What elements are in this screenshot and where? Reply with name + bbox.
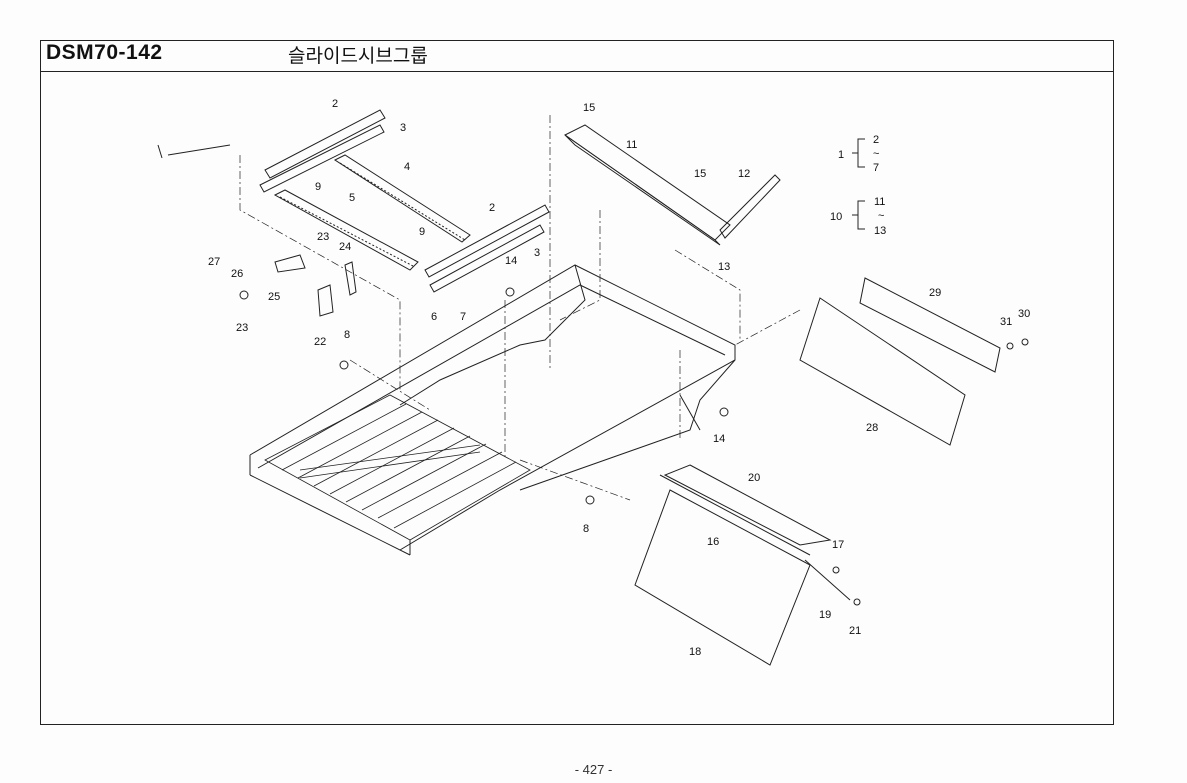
part-number: 23 — [317, 231, 329, 243]
part-number: 30 — [1018, 308, 1030, 320]
group-range-start: 11 — [874, 196, 885, 208]
part-number: 3 — [400, 122, 406, 134]
part-number: 8 — [583, 523, 589, 535]
drawing-frame — [40, 40, 1114, 725]
part-number: 26 — [231, 268, 243, 280]
part-number: 4 — [404, 161, 410, 173]
part-number: 29 — [929, 287, 941, 299]
part-number: 24 — [339, 241, 351, 253]
header-bar: DSM70-142 슬라이드시브그룹 — [40, 40, 1114, 72]
part-number: 23 — [236, 322, 248, 334]
model-code: DSM70-142 — [46, 41, 163, 64]
part-number: 7 — [460, 311, 466, 323]
blade-12 — [719, 174, 781, 239]
group-10-bracket: 10 11 ~ 13 — [830, 196, 886, 237]
page-number: - 427 - — [574, 762, 613, 777]
group-1-bracket: 1 2 ~ 7 — [838, 134, 879, 174]
part-number: 9 — [419, 226, 425, 238]
part-number: 21 — [849, 625, 861, 637]
part-number: 14 — [505, 255, 517, 267]
part-number: 17 — [832, 539, 844, 551]
strip-29 — [859, 277, 1001, 373]
rail-upper — [259, 109, 386, 193]
part-number: 5 — [349, 192, 355, 204]
rack-4 — [333, 154, 471, 243]
group-parent-number: 1 — [838, 149, 844, 161]
part-number: 18 — [689, 646, 701, 658]
callouts: 2 3 4 9 5 2 9 3 6 7 14 15 11 15 12 13 27… — [208, 98, 1030, 658]
part-number: 13 — [718, 261, 730, 273]
assembly-lines — [239, 115, 801, 501]
part-number: 20 — [748, 472, 760, 484]
rack-5 — [273, 189, 419, 271]
part-number: 31 — [1000, 316, 1012, 328]
part-number: 25 — [268, 291, 280, 303]
part-number: 16 — [707, 536, 719, 548]
part-number: 14 — [713, 433, 725, 445]
flap-assembly — [634, 464, 851, 666]
part-number: 22 — [314, 336, 326, 348]
sieve-floor — [264, 394, 531, 541]
perforated-plate-11 — [564, 124, 731, 246]
part-number: 2 — [332, 98, 338, 110]
rail-lower — [424, 204, 550, 293]
part-number: 3 — [534, 247, 540, 259]
part-number: 11 — [626, 139, 637, 151]
part-number: 8 — [344, 329, 350, 341]
part-number: 15 — [694, 168, 706, 180]
group-range-end: 7 — [873, 162, 879, 174]
group-range-start: 2 — [873, 134, 879, 146]
main-frame — [249, 264, 736, 556]
part-number: 28 — [866, 422, 878, 434]
small-parts-left — [157, 144, 1029, 606]
part-number: 12 — [738, 168, 750, 180]
group-title: 슬라이드시브그룹 — [288, 45, 428, 67]
part-number: 19 — [819, 609, 831, 621]
group-range-end: 13 — [874, 225, 886, 237]
plate-28 — [799, 297, 966, 446]
part-number: 27 — [208, 256, 220, 268]
part-number: 15 — [583, 102, 595, 114]
group-range-tilde: ~ — [873, 148, 879, 160]
part-number: 6 — [431, 311, 437, 323]
group-parent-number: 10 — [830, 211, 842, 223]
group-range-tilde: ~ — [878, 210, 884, 222]
part-number: 9 — [315, 181, 321, 193]
part-number: 2 — [489, 202, 495, 214]
